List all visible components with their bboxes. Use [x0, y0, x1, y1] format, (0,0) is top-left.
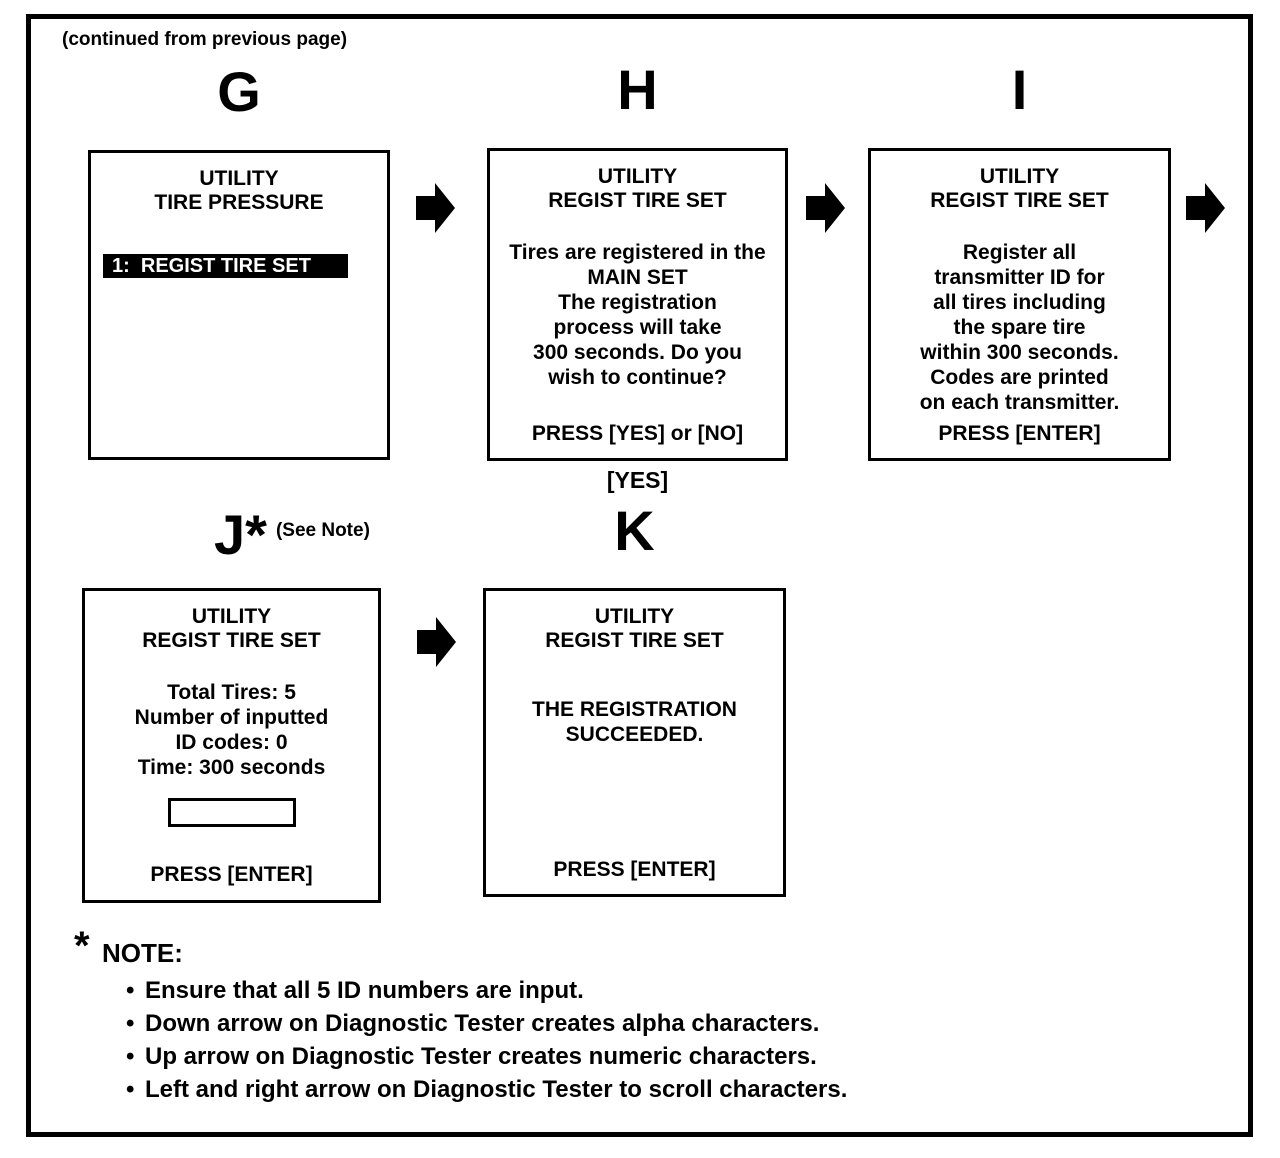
screen-title-line: REGIST TIRE SET: [548, 189, 727, 212]
screen-text-line: Tires are registered in the: [509, 241, 766, 264]
screen-title-line: REGIST TIRE SET: [930, 189, 1109, 212]
screen-text-line: wish to continue?: [548, 366, 727, 389]
bullet-icon: •: [126, 1043, 135, 1070]
screen-j: UTILITY REGIST TIRE SET Total Tires: 5 N…: [82, 588, 381, 903]
screen-text-line: The registration: [558, 291, 717, 314]
screen-text-line: Number of inputted: [134, 706, 329, 729]
step-label-g: G: [217, 60, 261, 123]
screen-title-line: REGIST TIRE SET: [545, 629, 724, 652]
see-note-label: (See Note): [275, 520, 370, 541]
screen-text-line: the spare tire: [953, 316, 1086, 339]
screen-text-line: process will take: [553, 316, 722, 339]
diagram-border: [26, 14, 1253, 1137]
bullet-icon: •: [126, 1076, 135, 1103]
screen-text-line: Codes are printed: [930, 366, 1109, 389]
screen-g: UTILITY TIRE PRESSURE 1: REGIST TIRE SET: [88, 150, 390, 460]
continued-from-previous-page-label: (continued from previous page): [62, 29, 348, 50]
bullet-icon: •: [126, 1010, 135, 1037]
screen-title: UTILITY REGIST TIRE SET: [486, 605, 783, 653]
press-instruction: PRESS [ENTER]: [553, 858, 716, 881]
arrow-right-icon: [416, 182, 456, 234]
note-bullet-text: Ensure that all 5 ID numbers are input.: [145, 977, 584, 1004]
screen-text-line: all tires including: [933, 291, 1106, 314]
note-bullet-text: Left and right arrow on Diagnostic Teste…: [145, 1076, 848, 1103]
note-bullet-item: • Ensure that all 5 ID numbers are input…: [126, 974, 847, 1007]
screen-title-line: TIRE PRESSURE: [154, 191, 324, 214]
screen-title: UTILITY REGIST TIRE SET: [85, 605, 378, 653]
screen-body: THE REGISTRATION SUCCEEDED.: [486, 697, 783, 747]
screen-body: Total Tires: 5 Number of inputted ID cod…: [85, 680, 378, 780]
step-label-h: H: [617, 58, 658, 121]
screen-k: UTILITY REGIST TIRE SET THE REGISTRATION…: [483, 588, 786, 897]
screen-text-line: transmitter ID for: [934, 266, 1105, 289]
screen-title-line: REGIST TIRE SET: [142, 629, 321, 652]
screen-text-line: THE REGISTRATION: [532, 698, 737, 721]
arrow-right-icon: [1186, 182, 1226, 234]
press-instruction: PRESS [ENTER]: [938, 422, 1101, 445]
note-bullet-item: • Up arrow on Diagnostic Tester creates …: [126, 1040, 847, 1073]
note-bullet-text: Up arrow on Diagnostic Tester creates nu…: [145, 1043, 817, 1070]
note-list: • Ensure that all 5 ID numbers are input…: [126, 974, 847, 1106]
step-label-i: I: [1011, 58, 1028, 121]
press-instruction: PRESS [YES] or [NO]: [531, 422, 744, 445]
screen-text-line: on each transmitter.: [919, 391, 1120, 414]
screen-text-line: Time: 300 seconds: [137, 756, 326, 779]
note-asterisk: *: [74, 924, 90, 968]
note-bullet-item: • Left and right arrow on Diagnostic Tes…: [126, 1073, 847, 1106]
bullet-icon: •: [126, 977, 135, 1004]
menu-item-regist-tire-set: 1: REGIST TIRE SET: [103, 254, 348, 278]
screen-h: UTILITY REGIST TIRE SET Tires are regist…: [487, 148, 788, 461]
screen-text-line: Register all: [962, 241, 1077, 264]
screen-title-line: UTILITY: [594, 605, 675, 628]
screen-text-line: ID codes: 0: [175, 731, 288, 754]
screen-body: Register all transmitter ID for all tire…: [871, 240, 1168, 415]
step-label-j: J*: [214, 503, 267, 566]
screen-body: Tires are registered in the MAIN SET The…: [490, 240, 785, 390]
id-code-input-box: [167, 798, 296, 827]
step-label-j-group: J* (See Note): [214, 503, 370, 563]
note-title: NOTE:: [102, 938, 183, 968]
screen-title-line: UTILITY: [199, 167, 279, 190]
screen-text-line: MAIN SET: [587, 266, 688, 289]
screen-title-line: UTILITY: [597, 165, 678, 188]
screen-text-line: SUCCEEDED.: [565, 723, 704, 746]
screen-text-line: 300 seconds. Do you: [533, 341, 742, 364]
screen-text-line: within 300 seconds.: [920, 341, 1119, 364]
press-instruction: PRESS [ENTER]: [150, 863, 313, 886]
yes-transition-label: [YES]: [606, 467, 669, 493]
step-label-k: K: [614, 499, 655, 562]
note-bullet-item: • Down arrow on Diagnostic Tester create…: [126, 1007, 847, 1040]
screen-title: UTILITY TIRE PRESSURE: [91, 167, 387, 215]
arrow-right-icon: [417, 616, 457, 668]
screen-i: UTILITY REGIST TIRE SET Register all tra…: [868, 148, 1171, 461]
screen-title: UTILITY REGIST TIRE SET: [871, 165, 1168, 213]
screen-title-line: UTILITY: [191, 605, 272, 628]
note-bullet-text: Down arrow on Diagnostic Tester creates …: [145, 1010, 820, 1037]
screen-title-line: UTILITY: [979, 165, 1060, 188]
arrow-right-icon: [806, 182, 846, 234]
screen-title: UTILITY REGIST TIRE SET: [490, 165, 785, 213]
screen-text-line: Total Tires: 5: [167, 681, 296, 704]
